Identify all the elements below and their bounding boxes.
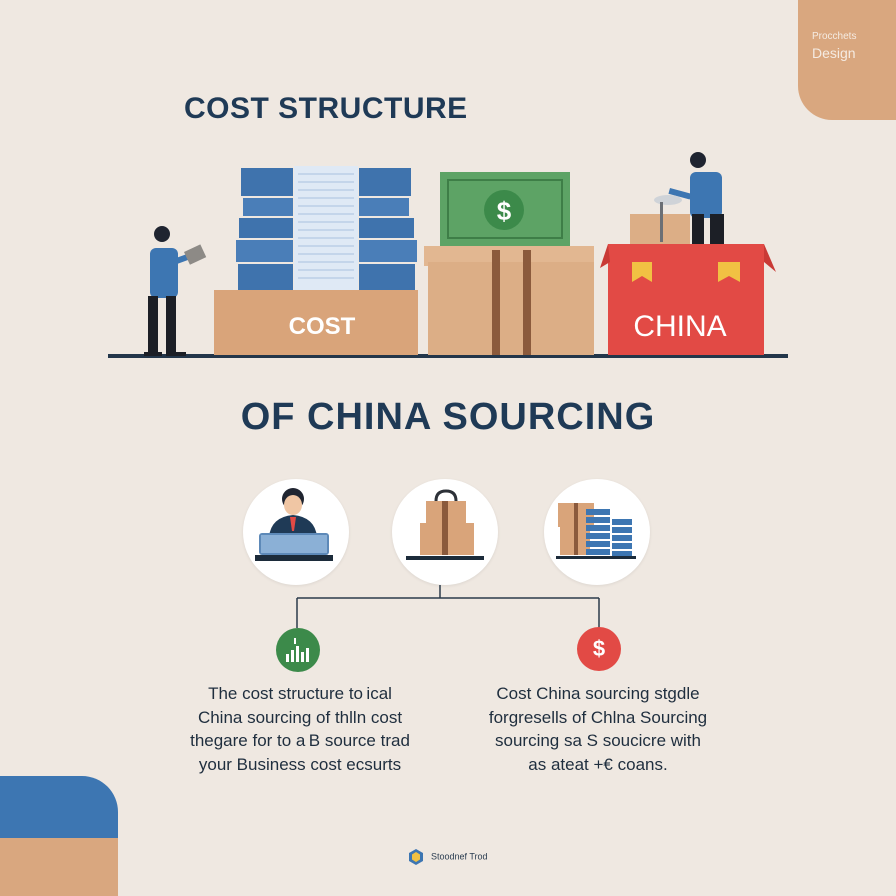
boxes-stack-icon xyxy=(556,503,636,559)
blue-stack-right xyxy=(359,168,417,290)
cardboard-box-middle xyxy=(424,246,594,355)
paragraph-right-line: Cost China sourcing stgdle xyxy=(496,684,700,703)
person-right xyxy=(654,152,724,244)
floor-line xyxy=(108,354,788,358)
paragraph-right-line: as ateat +€ coans. xyxy=(528,754,668,774)
china-box-label: CHINA xyxy=(633,310,726,343)
paragraph-left-line: thegare for to a B source trad xyxy=(190,731,410,750)
footer-text: Stoodnef Trod xyxy=(430,851,488,862)
paragraph-left: The cost structure to ical China sourcin… xyxy=(160,682,440,776)
paragraph-right-line: forgresells of Chlna Sourcing xyxy=(488,707,708,727)
cost-box-label: COST xyxy=(289,313,356,340)
corner-decoration-top-right: Procchets Design xyxy=(798,0,896,120)
dollar-icon: $ xyxy=(592,636,606,661)
paragraph-right: Cost China sourcing stgdle forgresells o… xyxy=(458,682,738,776)
paragraph-right-line: sourcing sa S soucicre with xyxy=(495,731,701,750)
paragraph-left-line: The cost structure to ical xyxy=(208,684,392,703)
paragraph-left-line: China sourcing of thlln cost xyxy=(197,707,403,727)
cost-structure-illustration: COST $ CHINA xyxy=(108,152,788,358)
person-laptop-icon xyxy=(255,488,333,561)
blue-stack-left xyxy=(236,168,293,290)
bar-chart-icon xyxy=(286,638,309,662)
cost-box xyxy=(214,290,418,355)
brand-line-1: Procchets xyxy=(812,31,857,42)
shopping-bag-icon xyxy=(406,489,484,560)
banknote: $ xyxy=(440,172,570,246)
circle-person-laptop xyxy=(243,479,349,585)
title-bottom: OF CHINA SOURCING xyxy=(240,396,656,438)
circle-boxes-stack xyxy=(544,479,650,585)
paper-stack xyxy=(294,166,358,290)
corner-decoration-bottom-left xyxy=(0,776,118,896)
paragraph-left-line: your Business cost ecsurts xyxy=(198,754,402,774)
green-badge xyxy=(276,628,320,672)
title-top: COST STRUCTURE xyxy=(184,92,468,125)
red-badge: $ xyxy=(577,627,621,671)
footer-logo-icon xyxy=(409,849,424,865)
circle-shopping-bag xyxy=(392,479,498,585)
banknote-dollar-icon: $ xyxy=(497,196,512,226)
person-left xyxy=(144,226,207,356)
brand-line-2: Design xyxy=(812,45,856,61)
footer: Stoodnef Trod xyxy=(0,848,896,866)
